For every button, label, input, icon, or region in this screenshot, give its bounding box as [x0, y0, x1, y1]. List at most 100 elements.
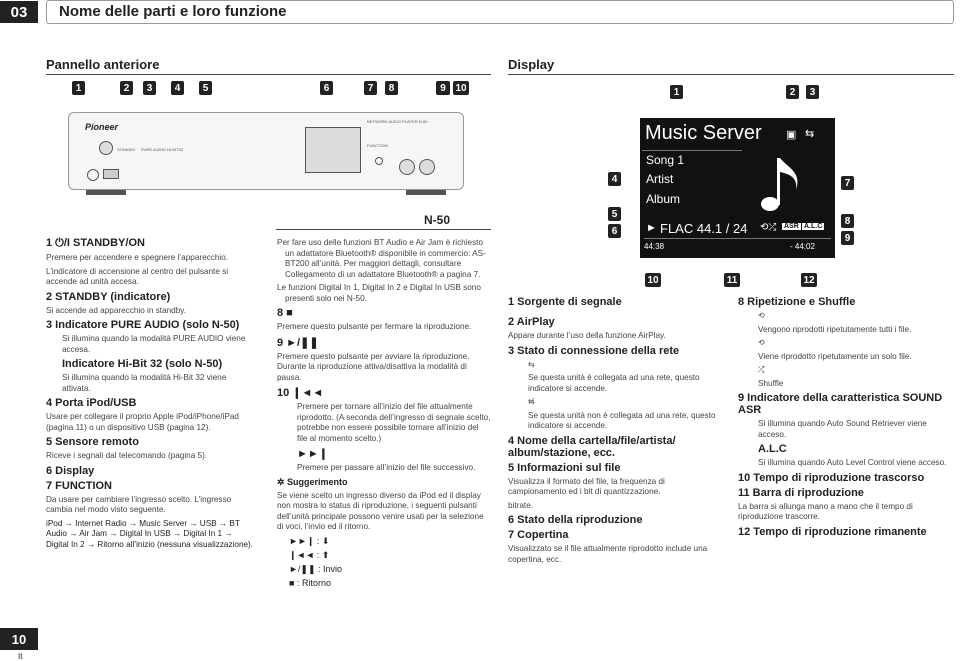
item-1-title: 1 ⏻/I STANDBY/ON — [46, 237, 145, 249]
item-7-title: 7 FUNCTION — [46, 479, 112, 492]
right-foot — [406, 190, 446, 195]
disp-item-7-body: Visualizzato se il file attualmente ripr… — [508, 544, 708, 564]
display-callout-11: 11 — [724, 273, 740, 287]
stop-button[interactable] — [399, 159, 415, 175]
chapter-title: Nome delle parti e loro funzione — [46, 0, 954, 24]
display-callout-2: 2 — [786, 85, 799, 99]
play-status-icon: ► — [646, 222, 657, 234]
function-button[interactable] — [375, 157, 383, 165]
connected-icon: ⇆ — [528, 359, 535, 369]
callout-5: 5 — [199, 81, 212, 95]
callout-3: 3 — [143, 81, 156, 95]
page-number: 10 — [0, 628, 38, 650]
brand-logo: Pioneer — [85, 122, 119, 132]
tip-title: ✲ Suggerimento — [277, 477, 491, 488]
display-callout-3: 3 — [806, 85, 819, 99]
disp-item-11-body: La barra si allunga mano a mano che il t… — [738, 501, 913, 522]
symbol-enter: ►/❚❚ : Invio — [289, 563, 343, 574]
display-heading: Display — [508, 57, 954, 75]
play-pause-button[interactable] — [419, 159, 435, 175]
disp-item-3-body-2: Se questa unità non è collegata ad una r… — [528, 410, 716, 431]
item-5-title: 5 Sensore remoto — [46, 436, 139, 448]
disp-item-7-title: 7 Copertina — [508, 529, 569, 541]
display-callout-12: 12 — [801, 273, 817, 287]
function-sequence: iPod → Internet Radio → Music Server → U… — [46, 518, 254, 549]
disp-item-6-title: 6 Stato della riproduzione — [508, 514, 643, 526]
disp-item-4-title: 4 Nome della cartella/file/artista/ albu… — [508, 434, 676, 459]
display-callout-8: 8 — [841, 214, 854, 228]
symbol-prev: ❙◄◄ : ⬆ — [289, 549, 330, 560]
disp-item-2-body: Appare durante l’uso della funzione AirP… — [508, 331, 666, 340]
disp-item-12-title: 12 Tempo di riproduzione rimanente — [738, 525, 927, 538]
item-2-title: 2 STANDBY (indicatore) — [46, 290, 171, 303]
hibit-label: HI-BIT32 — [167, 147, 184, 152]
callout-6: 6 — [320, 81, 333, 95]
alc-badge: A.L.C — [802, 223, 825, 230]
callout-7: 7 — [364, 81, 377, 95]
elapsed-time: 44:38 — [644, 242, 665, 251]
file-format: FLAC 44.1 / 24 — [660, 221, 748, 236]
disp-item-9-body-2: Si illumina quando Auto Level Control vi… — [758, 458, 947, 467]
callout-8: 8 — [385, 81, 398, 95]
language-tag: It — [18, 652, 23, 661]
callout-2: 2 — [120, 81, 133, 95]
function-label: FUNCTION — [367, 143, 388, 148]
tip-icon: ✲ — [277, 476, 288, 487]
model-tag: N-50 — [424, 213, 451, 227]
standby-button[interactable] — [99, 141, 113, 155]
disp-item-8-title: 8 Ripetizione e Shuffle — [738, 296, 856, 308]
disp-item-3-body-1: Se questa unità è collegata ad una rete,… — [528, 373, 700, 393]
tip-title-text: Suggerimento — [287, 476, 348, 487]
disp-item-3-title: 3 Stato di connessione della rete — [508, 344, 680, 357]
asr-badge: ASR — [782, 223, 801, 230]
disp-item-10-title: 10 Tempo di riproduzione trascorso — [738, 471, 925, 484]
disconnected-icon: ⇆̸ — [528, 397, 535, 406]
item-6-title: 6 Display — [46, 464, 95, 477]
callout-10: 10 — [453, 81, 469, 95]
repeat-one-icon: ⟲ — [758, 338, 765, 347]
item-1-body-2: L’indicatore di accensione al centro del… — [46, 266, 229, 287]
artist-line: Artist — [646, 172, 674, 186]
display-screen: Music Server ▣ ⇆ Song 1 Artist Album ► F… — [640, 118, 835, 258]
disp-item-11-title: 11 Barra di riproduzione — [738, 486, 864, 499]
item-3-body: Si illumina quando la modalità PURE AUDI… — [62, 334, 246, 354]
item-8-title: 8 ■ — [277, 307, 293, 319]
standby-label: STANDBY — [117, 147, 136, 152]
alc-subtitle: A.L.C — [758, 443, 787, 455]
disp-item-9-title: 9 Indicatore della caratteristica SOUND … — [738, 392, 943, 416]
symbol-return: ■ : Ritorno — [289, 577, 331, 588]
shuffle-icon: ⤮ — [758, 365, 765, 374]
disp-item-1-title: 1 Sorgente di segnale — [508, 296, 622, 308]
display-items-right: 8 Ripetizione e Shuffle ⟲ Vengono riprod… — [738, 296, 954, 541]
item-9-body: Premere questo pulsante per avviare la r… — [277, 351, 470, 382]
display-callout-10: 10 — [645, 273, 661, 287]
display-window — [305, 127, 361, 173]
next-file-body: Premere per passare all’inizio del file … — [297, 463, 476, 472]
disp-item-8-body-2: Viene riprodotto ripetutamente un solo f… — [758, 351, 912, 361]
display-callout-9: 9 — [841, 231, 854, 245]
album-line: Album — [646, 192, 681, 206]
display-callout-6: 6 — [608, 224, 621, 238]
bluetooth-note: Per fare uso delle funzioni BT Audio e A… — [277, 238, 486, 279]
item-8-body: Premere questo pulsante per fermare la r… — [277, 322, 472, 331]
callout-9: 9 — [436, 81, 450, 95]
tip-body: Se viene scelto un ingresso diverso da i… — [277, 490, 484, 532]
cover-art-icon — [748, 150, 824, 218]
repeat-shuffle-icon: ⟲⤮ — [760, 222, 777, 233]
callout-1: 1 — [72, 81, 85, 95]
network-label: NETWORK AUDIO PLAYER N-50 — [367, 119, 428, 124]
disp-item-5-body: Visualizza il formato del file, la frequ… — [508, 476, 665, 497]
display-callout-1: 1 — [670, 85, 683, 99]
item-2-body: Si accende ad apparecchio in standby. — [46, 305, 187, 315]
source-name: Music Server — [645, 122, 762, 144]
item-5-body: Riceve i segnali dal telecomando (pagina… — [46, 451, 208, 460]
item-3b-body: Si illumina quando la modalità Hi-Bit 32… — [62, 373, 227, 393]
usb-port[interactable] — [103, 169, 119, 179]
middle-column: Per fare uso delle funzioni BT Audio e A… — [277, 238, 491, 591]
display-items-left: 1 Sorgente di segnale 2 AirPlay Appare d… — [508, 296, 723, 568]
item-1-body: Premere per accendere e spegnere l’appar… — [46, 253, 229, 262]
item-10-body: Premere per tornare all’inizio del file … — [297, 402, 491, 443]
chapter-badge: 03 — [0, 1, 38, 23]
item-9-title: 9 ►/❚❚ — [277, 336, 319, 349]
callout-4: 4 — [171, 81, 184, 95]
